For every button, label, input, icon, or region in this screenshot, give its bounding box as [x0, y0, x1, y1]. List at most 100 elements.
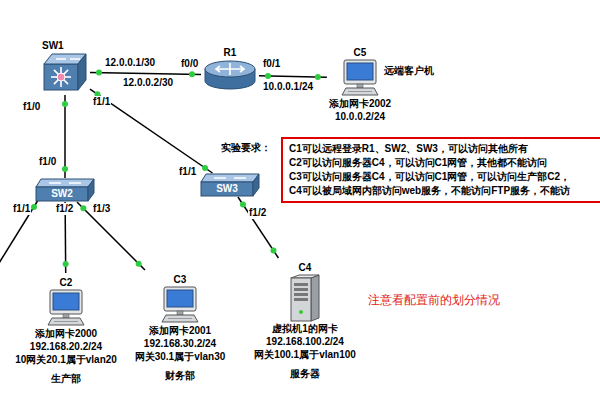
- monitor-screen: [347, 63, 373, 80]
- note-text: 注意看配置前的划分情况: [368, 293, 500, 308]
- port-light: [189, 71, 195, 77]
- monitor-neck: [63, 314, 69, 318]
- device-node: C5添加网卡200210.0.0.2/24远端客户机: [327, 43, 393, 126]
- router-icon: [203, 59, 257, 91]
- keyboard-keys: [54, 321, 78, 322]
- requirement-text: C1可以远程登录R1、SW2、SW3，可以访问其他所有: [289, 142, 600, 156]
- port-label: 12.0.0.2/30: [122, 77, 174, 89]
- switch-front: [44, 64, 78, 90]
- monitor-screen: [53, 293, 79, 310]
- port-light: [80, 205, 86, 211]
- monitor-frame: [344, 60, 376, 84]
- port-label: 12.0.0.1/30: [104, 57, 156, 69]
- port-label: f1/3: [92, 203, 111, 215]
- switch-arrows: [214, 177, 246, 178]
- drive-slot: [294, 288, 308, 291]
- device-node: C4虚拟机1的网卡192.168.100.2/24网关100.1属于vlan10…: [252, 258, 358, 383]
- port-light: [63, 261, 69, 267]
- router-arrows: [216, 63, 244, 75]
- monitor-frame: [164, 287, 196, 311]
- device-text: 生产部: [51, 372, 81, 385]
- port-label: f1/0: [38, 156, 57, 168]
- device-name: SW2: [36, 187, 88, 201]
- keyboard: [48, 318, 84, 325]
- pc-icon: [160, 286, 200, 324]
- device-text: 添加网卡2001: [149, 324, 211, 337]
- device-name: C4: [299, 261, 312, 274]
- star-center: [57, 73, 65, 81]
- device-text: 192.168.100.2/24: [266, 335, 344, 348]
- port-label: f1/1: [12, 203, 31, 215]
- switch-side: [253, 174, 259, 196]
- port-label: f1/1: [92, 96, 111, 108]
- device-text: 远端客户机: [384, 64, 434, 77]
- pc-icon: [340, 59, 380, 97]
- device-name: C5: [354, 46, 367, 59]
- device-name: R1: [224, 46, 237, 59]
- switch-side: [88, 179, 94, 201]
- link-line: [77, 202, 145, 270]
- port-label: f0/1: [262, 58, 281, 70]
- device-text: 网关100.1属于vlan100: [254, 348, 356, 361]
- multilayer-switch-icon: [42, 52, 88, 92]
- port-light: [240, 201, 246, 207]
- port-light: [315, 74, 321, 80]
- monitor-screen: [167, 290, 193, 307]
- requirement-text: C2可以访问服务器C4，可以访问C1网管，其他都不能访问: [289, 156, 600, 170]
- power-light: [299, 310, 303, 314]
- device-name: SW3: [201, 182, 253, 196]
- switch-node: SW2: [35, 178, 95, 202]
- port-light: [136, 261, 142, 267]
- device-node: C2 添加网卡2000192.168.20.2/2410网关20.1属于vlan2…: [13, 273, 119, 388]
- monitor-frame: [50, 290, 82, 314]
- device-text: 192.168.30.2/24: [144, 337, 216, 350]
- device-text: 10网关20.1属于vlan20: [15, 353, 117, 366]
- keyboard: [342, 88, 378, 95]
- port-label: f1/0: [22, 101, 41, 113]
- device-text: 网关30.1属于vlan30: [135, 350, 226, 363]
- device-text: 服务器: [290, 367, 320, 380]
- device-text: 192.168.20.2/24: [30, 340, 102, 353]
- server-icon: [289, 274, 321, 322]
- switch-arrows: [49, 182, 81, 183]
- device-text: 财务部: [165, 369, 195, 382]
- port-label: f1/2: [248, 207, 267, 219]
- requirement-text: C3可以访问服务器C4，可以访问C1网管，可以访问生产部C2，: [289, 170, 600, 184]
- keyboard-keys: [348, 91, 372, 92]
- port-label: 10.0.0.1/24: [262, 81, 314, 93]
- switch-node: SW3: [200, 173, 260, 197]
- monitor-neck: [177, 311, 183, 315]
- switch-top: [36, 179, 94, 187]
- device-text: 添加网卡2002: [329, 97, 391, 110]
- pc-icon: [46, 289, 86, 327]
- monitor-neck: [357, 84, 363, 88]
- port-label: f1/2: [55, 203, 74, 215]
- requirements-heading: 实验要求：: [221, 141, 271, 155]
- device-text: 10.0.0.2/24: [335, 110, 385, 123]
- device-name: C2: [60, 276, 73, 289]
- device-node: R1: [201, 43, 259, 94]
- device-node: SW1: [40, 36, 90, 95]
- port-light: [62, 101, 68, 107]
- link-line: [90, 72, 201, 74]
- cable-to-c1: [0, 197, 40, 268]
- switch-top: [201, 174, 259, 182]
- server-front: [291, 278, 311, 321]
- link-line: [90, 89, 212, 173]
- link-line: [238, 197, 278, 258]
- drive-slot: [294, 293, 308, 296]
- keyboard-keys: [168, 318, 192, 319]
- router-top: [205, 61, 255, 77]
- port-light: [62, 166, 68, 172]
- port-label: f1/1: [178, 166, 197, 178]
- drive-slot: [294, 283, 308, 286]
- port-light: [202, 165, 208, 171]
- port-light: [96, 70, 102, 76]
- server-side: [311, 275, 319, 321]
- port-light: [31, 204, 37, 210]
- requirements-box: 实验要求：C1可以远程登录R1、SW2、SW3，可以访问其他所有C2可以访问服务…: [281, 137, 600, 203]
- device-text: 添加网卡2000: [35, 327, 97, 340]
- keyboard: [162, 315, 198, 322]
